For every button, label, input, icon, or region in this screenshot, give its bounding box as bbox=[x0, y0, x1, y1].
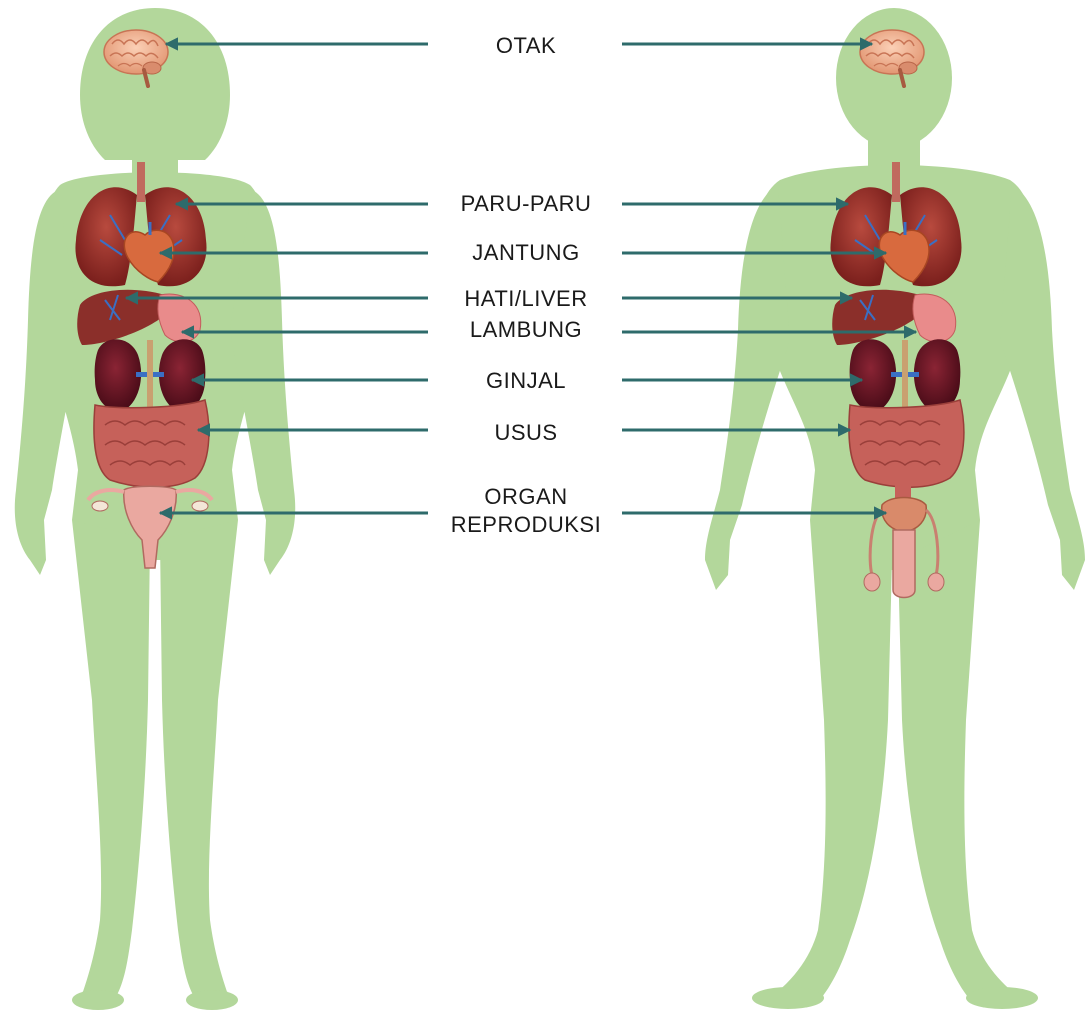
label-ginjal: GINJAL bbox=[486, 368, 566, 393]
female-intestines-icon bbox=[94, 400, 209, 487]
label-paru-paru: PARU-PARU bbox=[461, 191, 592, 216]
labels: OTAK PARU-PARU JANTUNG HATI/LIVER LAMBUN… bbox=[451, 33, 601, 537]
label-usus: USUS bbox=[494, 420, 557, 445]
label-otak: OTAK bbox=[496, 33, 556, 58]
label-organ: ORGAN bbox=[484, 484, 567, 509]
label-jantung: JANTUNG bbox=[472, 240, 579, 265]
label-lambung: LAMBUNG bbox=[470, 317, 582, 342]
male-intestines-icon bbox=[849, 400, 964, 487]
label-reproduksi: REPRODUKSI bbox=[451, 512, 601, 537]
label-hati-liver: HATI/LIVER bbox=[464, 286, 587, 311]
male-kidneys-icon bbox=[850, 339, 961, 411]
female-kidneys-icon bbox=[95, 339, 206, 411]
